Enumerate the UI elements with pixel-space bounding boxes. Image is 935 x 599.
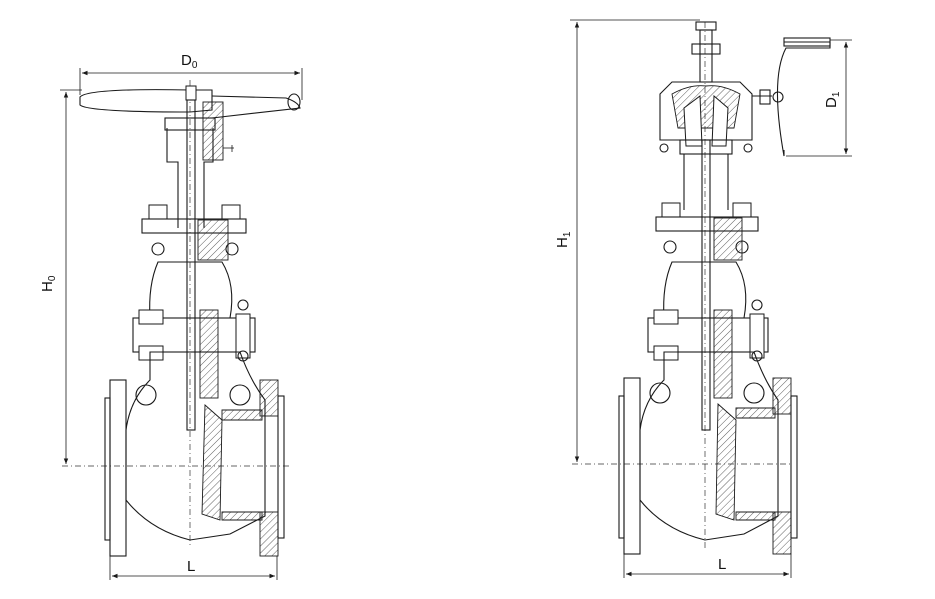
right-dim-d1: D1: [786, 39, 852, 157]
right-bonnet: [647, 261, 769, 399]
dim-label-l-left: L: [187, 558, 195, 575]
dim-label-h1: H1: [554, 231, 573, 248]
left-stem: [186, 99, 196, 431]
left-dim-h0: H0: [39, 89, 82, 464]
right-stem: [701, 139, 711, 431]
right-valve-view: D1 H1 L: [554, 19, 852, 578]
right-gear-handwheel: [752, 37, 831, 157]
dim-label-h0: H0: [39, 275, 58, 292]
left-valve-view: D0 H0 L: [39, 52, 303, 580]
left-dim-l: L: [109, 556, 278, 580]
right-dim-h1: H1: [554, 19, 700, 462]
dim-label-d1: D1: [823, 91, 842, 108]
left-body: [104, 351, 285, 557]
right-gearbox: [659, 81, 753, 155]
left-bonnet: [132, 261, 256, 399]
right-stem-top: [691, 21, 721, 83]
left-yoke: [164, 101, 234, 228]
dim-label-d0: D0: [181, 52, 198, 71]
left-dim-d0: D0: [79, 52, 303, 100]
right-body: [618, 351, 798, 555]
right-yoke: [655, 154, 759, 261]
dim-label-l-right: L: [718, 556, 726, 573]
right-dim-l: L: [623, 554, 792, 578]
left-bonnet-bolts: [141, 204, 247, 261]
